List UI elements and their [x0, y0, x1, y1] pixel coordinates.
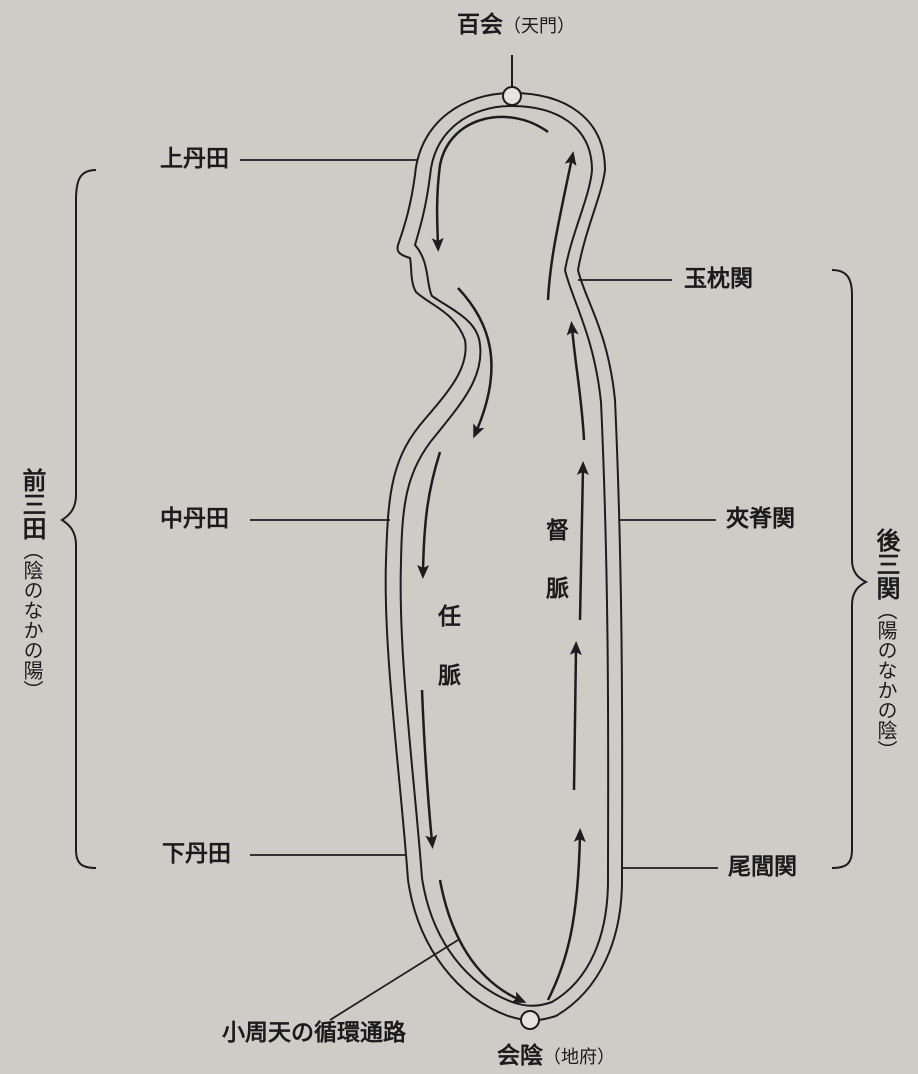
left-brace [60, 169, 97, 869]
du-arrow-middle [576, 461, 589, 621]
du-arrow-lower [569, 641, 582, 791]
loop-path-label: 小周天の循環通路 [222, 1020, 406, 1046]
baihui-label: 百会（天門） [457, 14, 575, 37]
du-arrow-base [546, 828, 586, 1001]
ren-char-2: 脈 [438, 663, 461, 689]
right-bracket-main: 後三関 [872, 528, 900, 600]
huiyin-label: 会陰（地府） [497, 1045, 615, 1068]
huiyin-point [520, 1010, 540, 1030]
ren-arrow-base [438, 879, 527, 1003]
right-bracket-sub: （陽のなかの陰） [874, 600, 898, 760]
lower-dantian-label: 下丹田 [162, 841, 231, 867]
du-char-1: 督 [546, 518, 569, 544]
baihui-sub-text: （天門） [503, 16, 575, 37]
spine-gate-label: 夾脊関 [726, 506, 795, 532]
leader-loop-path [329, 939, 459, 1021]
body-outline-outer [384, 91, 624, 1022]
ren-arrow-lower [420, 689, 438, 849]
middle-dantian-label: 中丹田 [160, 506, 229, 532]
huiyin-sub-text: （地府） [543, 1047, 615, 1068]
jade-pillow-label: 玉枕関 [684, 266, 753, 292]
ren-char-1: 任 [438, 604, 461, 630]
du-char-2: 脈 [546, 576, 569, 602]
du-arrow-upper [566, 321, 586, 441]
left-bracket-main: 前三田 [18, 468, 46, 540]
left-bracket-label: 前三田（陰のなかの陽） [18, 468, 46, 700]
left-bracket-sub: （陰のなかの陽） [20, 540, 44, 700]
baihui-text: 百会 [457, 12, 503, 38]
baihui-point [502, 86, 522, 106]
ren-arrow-head [431, 115, 549, 252]
right-bracket-label: 後三関（陽のなかの陰） [872, 528, 900, 760]
ren-arrow-chest [457, 287, 493, 439]
right-brace [831, 269, 869, 869]
upper-dantian-label: 上丹田 [160, 146, 229, 172]
ren-arrow-abdomen [417, 451, 442, 579]
body-outline-inner [399, 104, 610, 1007]
tailbone-gate-label: 尾閭関 [728, 854, 797, 880]
huiyin-text: 会陰 [497, 1043, 543, 1069]
du-arrow-neck [546, 151, 577, 301]
